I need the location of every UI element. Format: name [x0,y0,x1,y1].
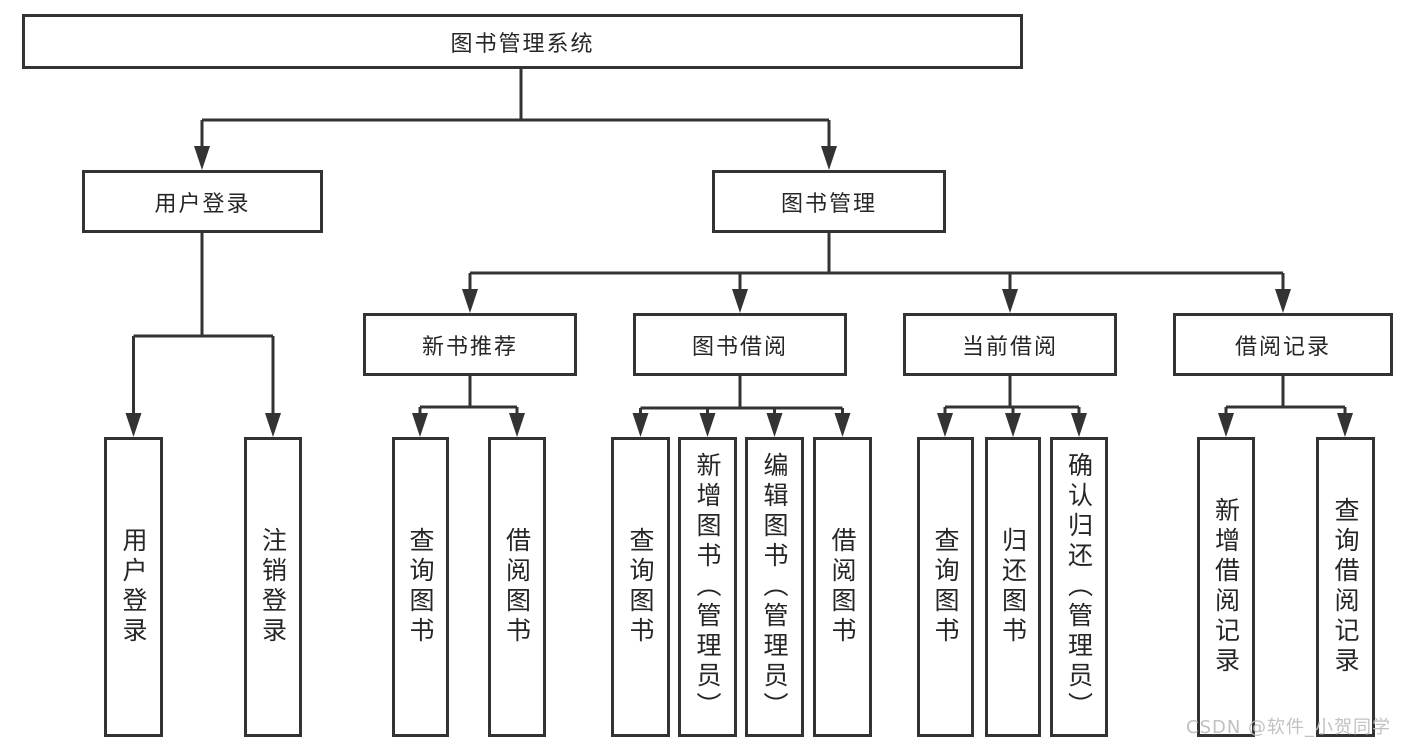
arrowhead-icon [937,413,953,437]
arrowhead-icon [125,413,142,437]
leaf-borrow-books-borrowing: 借阅图书 [813,437,872,737]
leaf-edit-book-admin-label: 编辑图书（管理员） [760,452,789,722]
arrowhead-icon [509,413,525,437]
node-user-login: 用户登录 [82,170,323,233]
arrowhead-icon [1071,413,1087,437]
arrowhead-icon [1005,413,1021,437]
arrowhead-icon [834,413,851,437]
node-book-management-label: 图书管理 [780,191,877,217]
leaf-confirm-return-admin: 确认归还（管理员） [1050,437,1108,737]
node-book-borrowing: 图书借阅 [633,313,847,376]
arrowhead-icon [265,413,281,437]
node-root: 图书管理系统 [22,14,1023,69]
leaf-return-book-label: 归还图书 [998,527,1028,647]
leaf-return-book: 归还图书 [985,437,1041,737]
arrowhead-icon [1337,413,1353,437]
arrowhead-icon [1002,289,1018,313]
arrowhead-icon [821,146,837,170]
node-current-borrowing: 当前借阅 [903,313,1117,376]
leaf-query-borrow-record: 查询借阅记录 [1316,437,1375,737]
node-book-management: 图书管理 [712,170,946,233]
node-new-book-recommendation: 新书推荐 [363,313,577,376]
leaf-add-book-admin: 新增图书（管理员） [678,437,737,737]
arrowhead-icon [632,413,649,437]
leaf-query-books-recommend-label: 查询图书 [406,527,435,647]
leaf-query-books-borrowing-label: 查询图书 [626,527,655,647]
arrowhead-icon [462,289,478,313]
arrowhead-icon [699,413,716,437]
arrowhead-icon [194,146,210,170]
leaf-borrow-books-recommend-label: 借阅图书 [502,527,532,647]
leaf-borrow-books-recommend: 借阅图书 [488,437,546,737]
node-book-borrowing-label: 图书借阅 [691,334,788,360]
leaf-logout: 注销登录 [244,437,302,737]
node-root-label: 图书管理系统 [450,31,595,57]
node-borrowing-records-label: 借阅记录 [1234,334,1331,360]
node-current-borrowing-label: 当前借阅 [961,334,1058,360]
leaf-user-login: 用户登录 [104,437,163,737]
leaf-borrow-books-borrowing-label: 借阅图书 [828,527,857,647]
leaf-query-borrow-record-label: 查询借阅记录 [1331,497,1360,677]
leaf-add-borrow-record: 新增借阅记录 [1197,437,1255,737]
watermark: CSDN @软件_小贺同学 [1186,717,1392,738]
arrowhead-icon [1218,413,1234,437]
node-new-book-recommendation-label: 新书推荐 [421,334,518,360]
node-borrowing-records: 借阅记录 [1173,313,1393,376]
arrowhead-icon [1275,289,1291,313]
arrowhead-icon [732,289,748,313]
leaf-edit-book-admin: 编辑图书（管理员） [745,437,804,737]
leaf-confirm-return-admin-label: 确认归还（管理员） [1064,452,1094,722]
leaf-query-books-recommend: 查询图书 [392,437,449,737]
leaf-add-book-admin-label: 新增图书（管理员） [693,452,722,722]
node-user-login-label: 用户登录 [154,191,251,217]
leaf-user-login-label: 用户登录 [119,527,148,647]
arrowhead-icon [766,413,783,437]
leaf-query-books-current: 查询图书 [917,437,974,737]
leaf-query-books-borrowing: 查询图书 [611,437,670,737]
leaf-query-books-current-label: 查询图书 [931,527,960,647]
leaf-add-borrow-record-label: 新增借阅记录 [1211,497,1241,677]
leaf-logout-label: 注销登录 [258,527,288,647]
arrowhead-icon [412,413,428,437]
